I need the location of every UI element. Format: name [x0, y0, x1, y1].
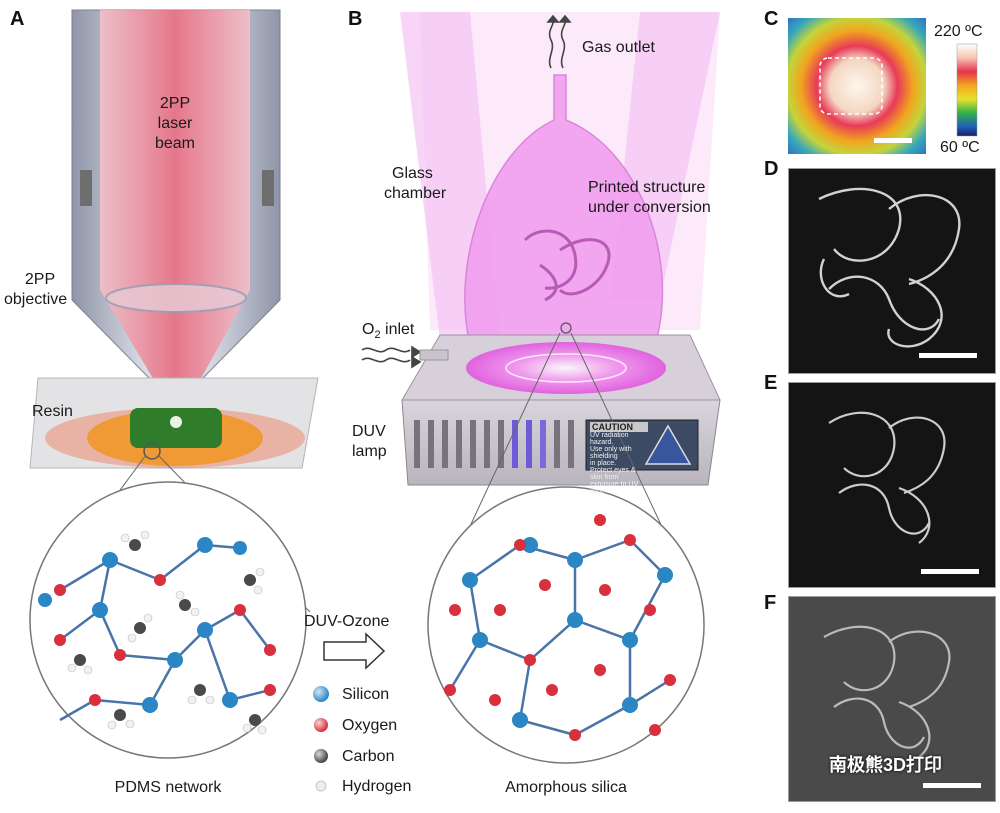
legend-label-silicon: Silicon	[342, 686, 390, 703]
gas-outlet-icon	[546, 14, 572, 69]
thermal-image	[788, 18, 926, 154]
micrograph-d-structure	[818, 187, 977, 358]
micrograph-e-structure	[828, 411, 979, 574]
colorbar-min-label: 60 ºC	[940, 139, 980, 156]
panel-label-e: E	[764, 372, 778, 394]
objective-lens	[105, 283, 247, 313]
printed-structure-label-line2: under conversion	[588, 199, 711, 216]
caution-line-6: exposure to UV light.	[590, 481, 639, 495]
beam-label-line2: laser	[157, 115, 193, 132]
silica-network-caption: Amorphous silica	[505, 779, 627, 796]
pdms-network	[29, 481, 307, 759]
legend-label-hydrogen: Hydrogen	[342, 778, 412, 795]
silica-network	[427, 486, 705, 764]
legend-dots	[313, 686, 329, 792]
objective-label-line1: 2PP	[24, 271, 56, 288]
printed-structure-label-line1: Printed structure	[588, 179, 706, 196]
thermal-scale-bar	[874, 138, 912, 143]
o2-inlet-label: O2 inlet	[362, 321, 415, 342]
caution-line-3: Use only with shielding	[590, 446, 632, 460]
objective-label-line2: objective	[4, 291, 68, 308]
duv-ozone-label: DUV-Ozone	[304, 613, 390, 630]
caution-line-5: Protect eyes & skin from	[590, 467, 636, 481]
panel-label-c: C	[764, 8, 779, 30]
micrograph-f: 南极熊3D打印	[788, 596, 996, 802]
caution-line-4: in place.	[590, 460, 617, 467]
printed-structure-b	[523, 229, 611, 302]
panel-label-b: B	[348, 8, 363, 30]
o2-inlet-icon	[361, 345, 422, 369]
glass-chamber-label-line1: Glass	[392, 165, 433, 182]
panel-label-a: A	[10, 8, 25, 30]
laser-beam	[100, 10, 250, 420]
duv-lamp-label-line1: DUV	[352, 423, 386, 440]
pdms-network-caption: PDMS network	[114, 779, 222, 796]
duv-lamp-label-line2: lamp	[352, 443, 387, 460]
panel-label-d: D	[764, 158, 779, 180]
micrograph-f-structure	[823, 625, 981, 788]
watermark: 南极熊3D打印	[829, 755, 943, 775]
color-bar	[956, 43, 978, 137]
legend-dot-hydrogen	[315, 780, 327, 792]
resin-label: Resin	[32, 403, 73, 420]
micrograph-e	[788, 382, 996, 588]
caution-line-2: hazard.	[590, 439, 614, 446]
process-arrow	[323, 632, 386, 670]
legend-label-carbon: Carbon	[342, 748, 395, 765]
caution-title: CAUTION	[590, 422, 648, 432]
beam-label-line3: beam	[154, 135, 196, 152]
glass-chamber-label-line2: chamber	[384, 185, 447, 202]
legend-label-oxygen: Oxygen	[342, 717, 398, 734]
lamp-vents	[414, 420, 574, 468]
caution-text: CAUTION UV radiation hazard. Use only wi…	[590, 422, 648, 495]
panel-label-f: F	[764, 592, 777, 614]
beam-label-line1: 2PP	[159, 95, 191, 112]
micrograph-d	[788, 168, 996, 374]
caution-line-1: UV radiation	[590, 432, 629, 439]
colorbar-max-label: 220 ºC	[934, 23, 983, 40]
warning-triangle-icon	[644, 424, 692, 465]
gas-outlet-label: Gas outlet	[582, 39, 655, 56]
